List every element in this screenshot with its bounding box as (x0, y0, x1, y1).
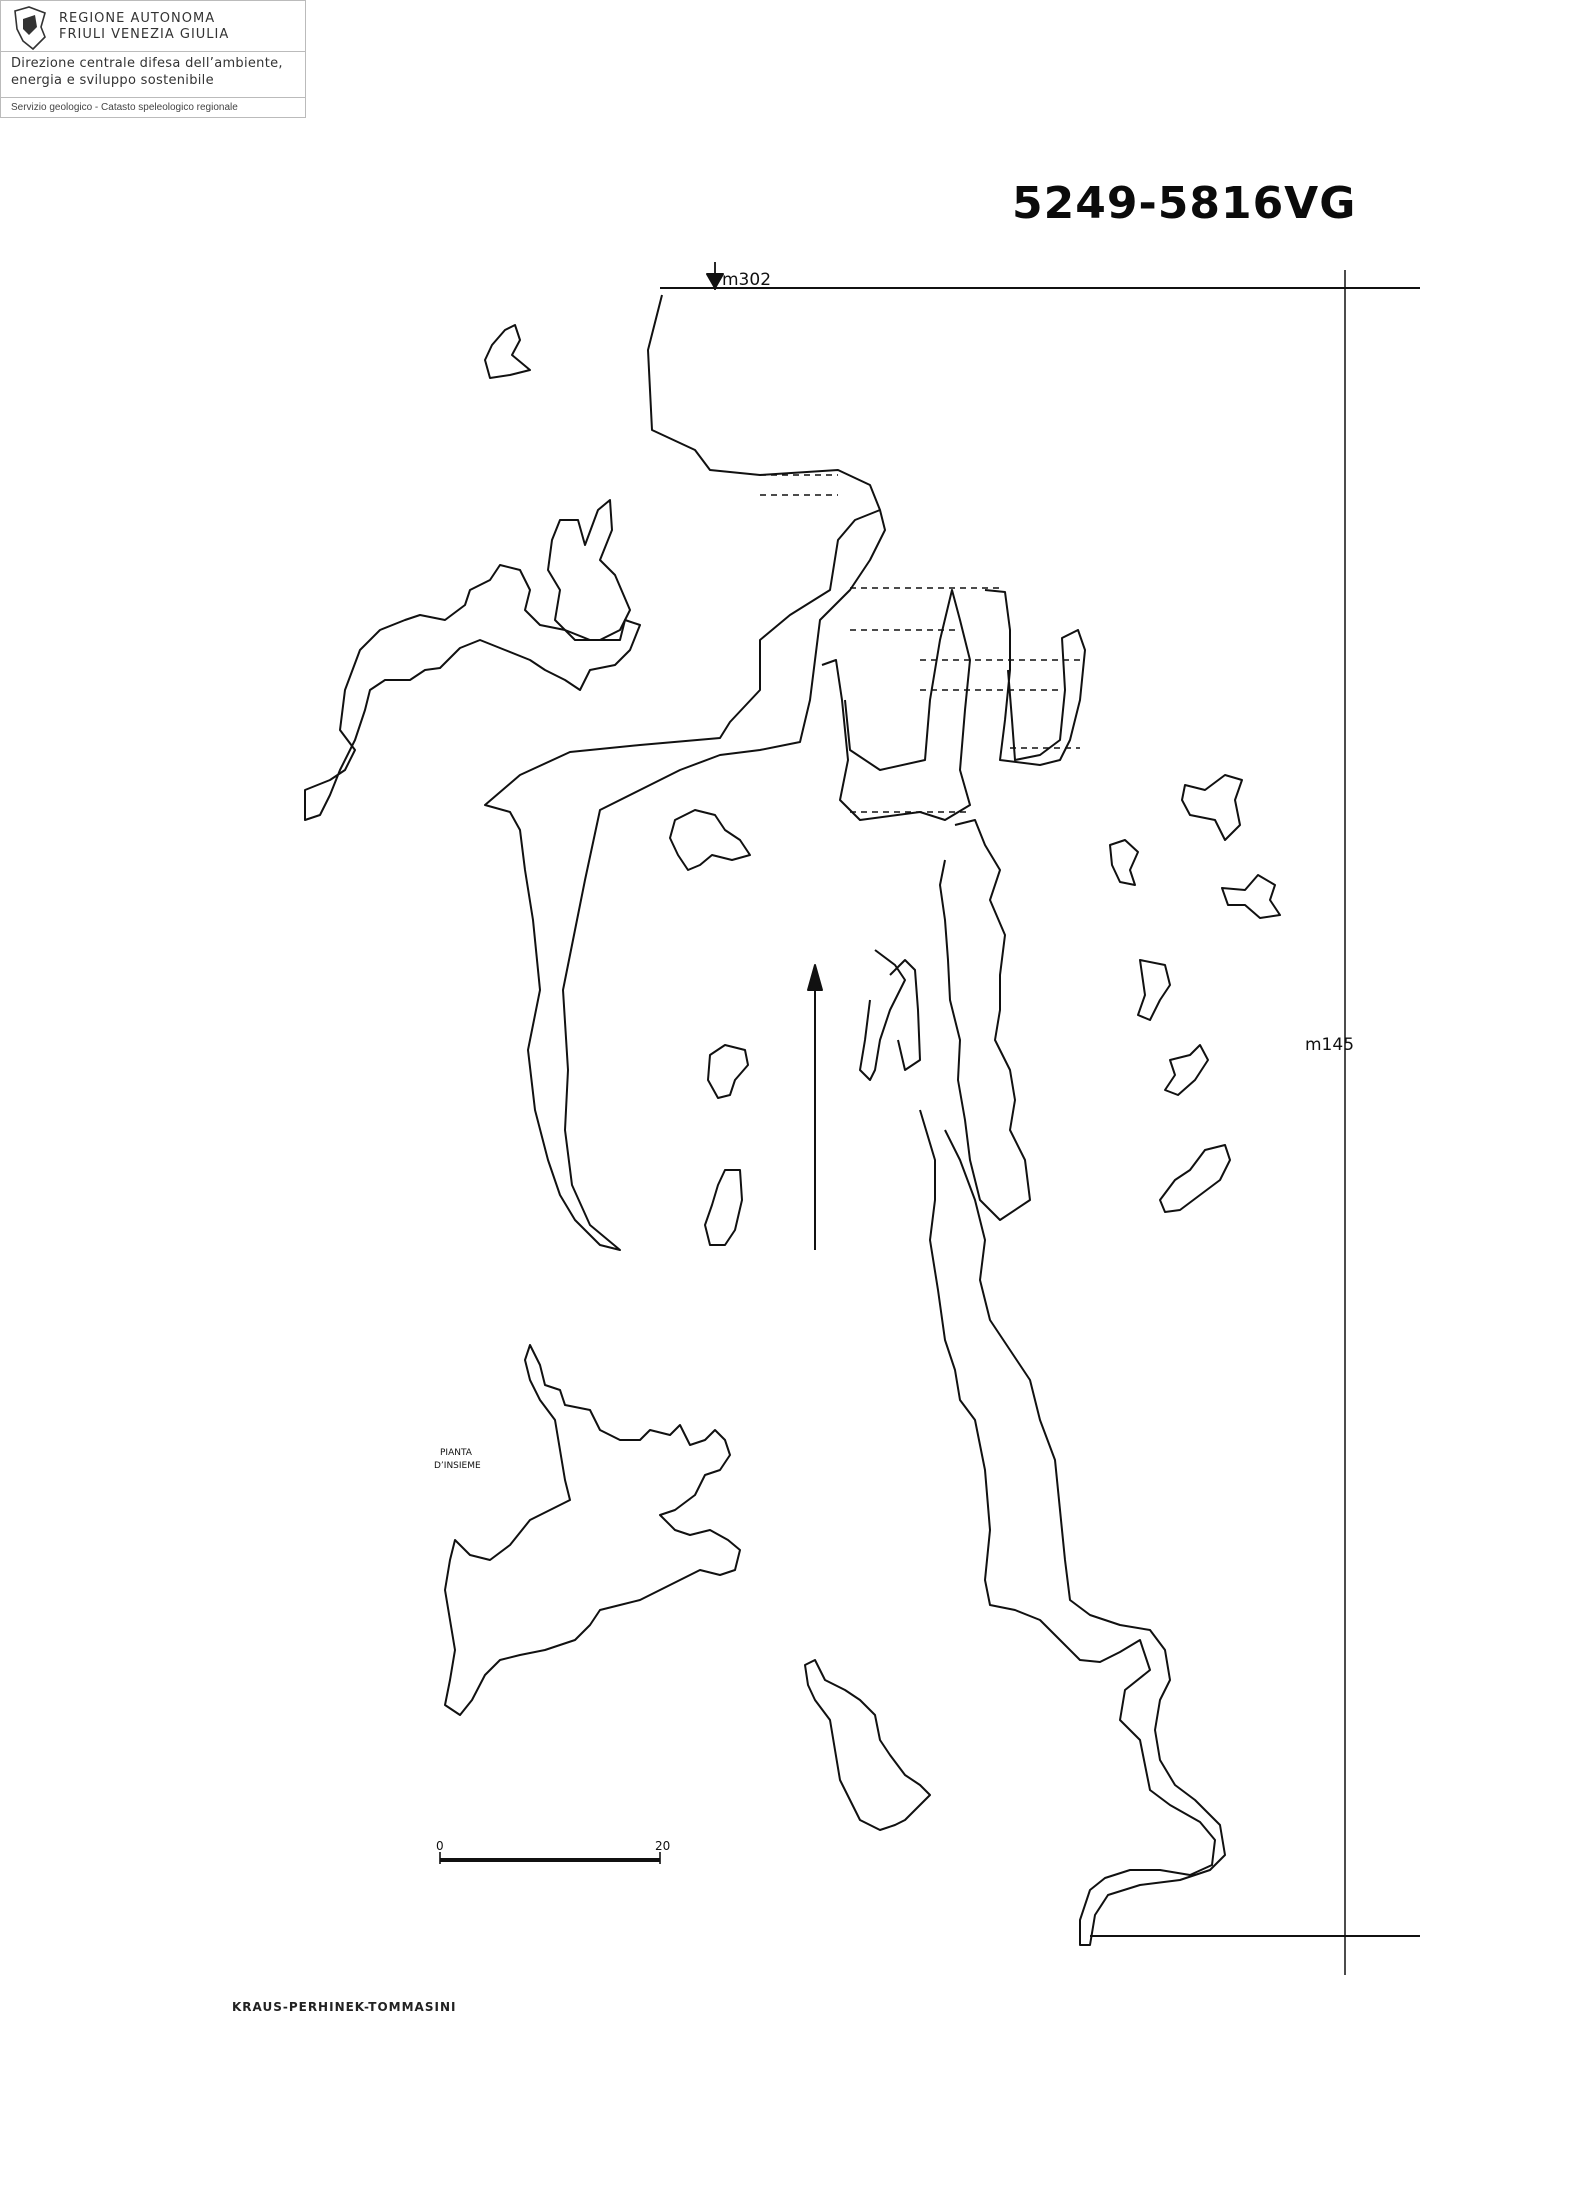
plan-fragment-3-14 (547, 499, 631, 641)
scale-start-label: 0 (436, 1839, 444, 1853)
service-name: Servizio geologico - Catasto speleologic… (11, 102, 238, 113)
section-entrance-shaft (484, 294, 886, 1251)
section-descent (939, 819, 1031, 1221)
scale-end-label: 20 (655, 1839, 670, 1853)
region-logo-icon (14, 6, 46, 51)
entrance-depth-label: m302 (722, 270, 771, 290)
plan-fragment-10-11 (704, 1169, 743, 1246)
institution-header: REGIONE AUTONOMA FRIULI VENEZIA GIULIA D… (0, 0, 306, 118)
vertical-extent-label: m145 (1305, 1035, 1354, 1055)
plan-fragment-27-30 (804, 1659, 931, 1831)
plan-fragment-6-7 (669, 809, 751, 871)
section-central-chamber (821, 589, 971, 821)
region-name-line2: FRIULI VENEZIA GIULIA (59, 27, 230, 42)
section-left-branch (859, 949, 906, 1081)
plan-fragment-20-21 (1137, 959, 1171, 1021)
north-arrow-icon (807, 964, 823, 1250)
scale-bar (439, 1852, 661, 1864)
section-right-shaft (984, 589, 1086, 766)
plan-fragment-22-23 (1164, 1044, 1209, 1096)
section-left-branch-2 (889, 959, 921, 1071)
entrance-marker-icon (706, 262, 724, 290)
header-divider (1, 97, 305, 98)
survey-authors: KRAUS-PERHINEK-TOMMASINI (232, 2000, 457, 2014)
plan-fragment-8-9 (707, 1044, 749, 1099)
overview-label-line2: D’INSIEME (434, 1461, 481, 1471)
header-divider (1, 51, 305, 52)
plan-fragment-14-17 (1109, 839, 1139, 886)
cave-id-title: 5249-5816VG (1012, 178, 1357, 229)
directorate-line2: energia e sviluppo sostenibile (11, 73, 214, 88)
connection-lines (760, 474, 1080, 813)
region-name-line1: REGIONE AUTONOMA (59, 11, 216, 26)
plan-fragment-18-19 (1221, 874, 1281, 919)
section-lower-gallery (919, 1109, 1226, 1946)
plan-fragment-24-26 (1159, 1144, 1231, 1213)
plan-fragment-1-3 (484, 324, 531, 379)
directorate-line1: Direzione centrale difesa dell’ambiente, (11, 56, 283, 71)
plan-fragment-15-16 (1181, 774, 1243, 841)
overview-label-line1: PIANTA (440, 1448, 473, 1458)
overview-plan-outline (444, 1344, 741, 1716)
plan-upper-left-cave (304, 564, 641, 821)
